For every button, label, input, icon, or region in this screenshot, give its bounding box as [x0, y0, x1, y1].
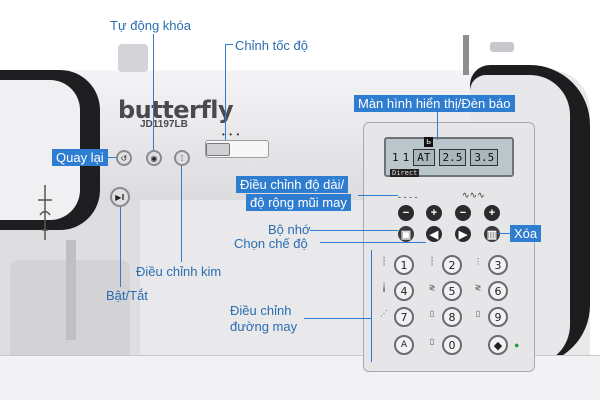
lcd-width: 3.5	[470, 148, 499, 166]
leader-speed	[225, 44, 226, 140]
length-minus-button[interactable]: −	[398, 205, 414, 221]
label-delete: Xóa	[510, 225, 542, 242]
label-seam-1: Điều chỉnh	[230, 303, 292, 318]
stitch-straight2-icon: ┆	[429, 257, 435, 266]
leader-speed-h	[225, 44, 233, 45]
reverse-button[interactable]: ↺	[116, 150, 132, 166]
key-5[interactable]: 5	[442, 281, 462, 301]
leader-display	[437, 110, 438, 140]
key-3[interactable]: 3	[488, 255, 508, 275]
function-icon: ◆	[493, 338, 503, 352]
lcd-direct-label: Direct	[390, 169, 420, 177]
leader-memory	[310, 230, 398, 231]
trash-icon: ▥	[486, 228, 498, 241]
leader-seam	[304, 318, 372, 319]
needle-bar	[66, 240, 76, 340]
mode-right-button[interactable]: ▶	[455, 226, 471, 242]
lcd-display: ь 1 1 AT 2.5 3.5 Direct	[384, 137, 514, 177]
label-stitch-adjust-2: độ rộng mũi may	[246, 194, 351, 211]
key-4[interactable]: 4	[394, 281, 414, 301]
key-9[interactable]: 9	[488, 307, 508, 327]
needle-position-button[interactable]: ⁞	[174, 150, 190, 166]
label-display: Màn hình hiển thị/Đèn báo	[354, 95, 515, 112]
key-1[interactable]: 1	[394, 255, 414, 275]
stitch-triple-icon: ⋮	[474, 257, 482, 266]
thread-pole	[463, 35, 469, 75]
leader-auto-lock	[153, 34, 154, 150]
key-7[interactable]: 7	[394, 307, 414, 327]
key-2[interactable]: 2	[442, 255, 462, 275]
stitch-zigzag2-icon: ≷	[474, 283, 482, 292]
label-auto-lock: Tự động khóa	[110, 18, 191, 33]
width-indicator-icon: ∿∿∿	[462, 190, 485, 200]
key-8[interactable]: 8	[442, 307, 462, 327]
memory-button[interactable]: ▣	[398, 226, 414, 242]
stitch-buttonhole2-icon: ▯	[475, 309, 481, 318]
thread-guide-diagram	[38, 185, 52, 240]
leader-power	[120, 207, 121, 287]
needle-up-down-icon: ⁞	[180, 153, 184, 163]
model-number: JD1197LB	[140, 119, 188, 130]
label-reverse: Quay lại	[52, 149, 108, 166]
label-power: Bật/Tắt	[106, 288, 148, 303]
label-seam-2: đường may	[230, 319, 298, 334]
key-function[interactable]: ◆	[488, 335, 508, 355]
led-icon: ●	[514, 340, 520, 350]
delete-button[interactable]: ▥	[484, 226, 500, 242]
mode-left-button[interactable]: ◀	[426, 226, 442, 242]
stitch-buttonhole-icon: ▯	[429, 309, 435, 318]
stitch-overlock-icon: ⋰	[380, 309, 388, 318]
label-speed: Chỉnh tốc độ	[235, 38, 308, 53]
width-plus-button[interactable]: +	[484, 205, 500, 221]
lcd-length: 2.5	[438, 148, 467, 166]
speed-slider-knob[interactable]	[206, 143, 230, 156]
length-plus-button[interactable]: +	[426, 205, 442, 221]
lcd-segment-2: 1	[402, 150, 410, 164]
label-needle: Điều chỉnh kim	[136, 264, 222, 279]
label-mode: Chọn chế độ	[234, 236, 308, 251]
auto-lock-button[interactable]: ◉	[146, 150, 162, 166]
lock-stitch-icon: ◉	[150, 153, 158, 163]
bobbin-winder	[118, 44, 148, 72]
leader-mode	[320, 242, 426, 243]
length-indicator-icon: - - - -	[398, 192, 418, 202]
play-pause-icon: ▶‖	[115, 192, 125, 202]
stitch-straight-icon: ┆	[381, 257, 387, 266]
label-stitch-adjust-1: Điều chỉnh độ dài/	[236, 176, 349, 193]
key-alpha[interactable]: A	[394, 335, 414, 355]
stitch-zigzag-icon: ≷	[428, 283, 436, 292]
memory-icon: ▣	[400, 228, 412, 241]
leader-seam-bracket	[371, 250, 372, 362]
reverse-icon: ↺	[120, 153, 128, 163]
leader-needle	[181, 166, 182, 262]
brand-logo: butterfly	[118, 96, 234, 124]
leader-stitch	[358, 195, 398, 196]
stitch-stretch-icon: ╽	[381, 283, 387, 292]
lcd-mode: AT	[413, 148, 435, 166]
label-memory: Bộ nhớ	[268, 222, 311, 237]
key-0[interactable]: 0	[442, 335, 462, 355]
lcd-segment-1: 1	[392, 150, 399, 164]
leader-delete	[498, 233, 510, 234]
width-minus-button[interactable]: −	[455, 205, 471, 221]
mode-indicator-icon: ь	[424, 137, 434, 147]
stitch-buttonhole3-icon: ▯	[429, 337, 435, 346]
speed-dots: • • •	[222, 130, 240, 139]
start-stop-button[interactable]: ▶‖	[110, 187, 130, 207]
spool-pin	[490, 42, 514, 52]
key-6[interactable]: 6	[488, 281, 508, 301]
leader-reverse	[100, 157, 116, 158]
